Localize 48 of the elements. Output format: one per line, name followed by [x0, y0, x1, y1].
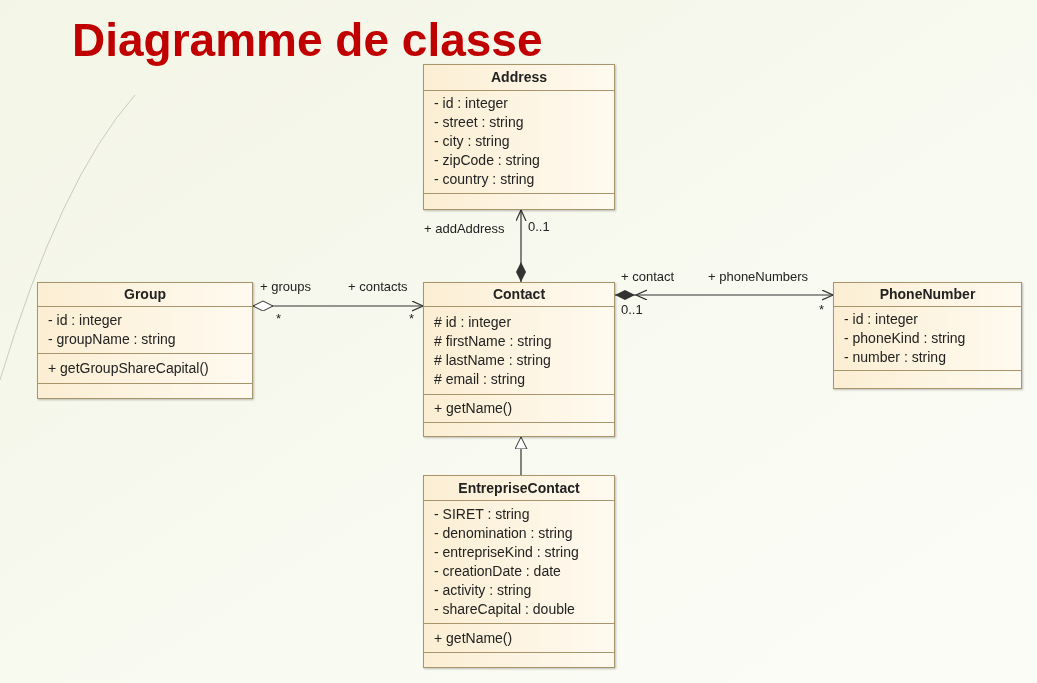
- class-name: PhoneNumber: [879, 284, 976, 304]
- association-line: [514, 436, 528, 476]
- operation-text: + getName(): [434, 399, 514, 418]
- attribute-text: - entrepriseKind : string: [434, 543, 580, 562]
- operation-text: + getGroupShareCapital(): [48, 359, 210, 378]
- class-name: Address: [491, 67, 547, 87]
- class-box: [423, 475, 615, 668]
- association-line: [252, 300, 424, 312]
- attribute-text: - id : integer: [844, 309, 919, 329]
- role-label: + groups: [260, 279, 311, 295]
- attribute-text: - activity : string: [434, 581, 533, 600]
- operation-text: + getName(): [434, 628, 514, 648]
- attribute-text: - SIRET : string: [434, 505, 531, 524]
- attribute-text: # lastName : string: [434, 350, 552, 370]
- association-line: [515, 209, 527, 283]
- role-label: *: [409, 311, 415, 327]
- attribute-text: # email : string: [434, 369, 527, 389]
- role-label: 0..1: [621, 302, 643, 318]
- attribute-text: - id : integer: [48, 311, 123, 330]
- attribute-text: - groupName : string: [48, 330, 177, 349]
- attribute-text: - creationDate : date: [434, 562, 562, 581]
- class-name: Contact: [492, 285, 546, 304]
- class-box: [37, 282, 253, 399]
- class-box: [423, 64, 615, 210]
- role-label: 0..1: [528, 219, 550, 235]
- role-label: + contacts: [348, 279, 408, 295]
- attribute-text: # id : integer: [434, 312, 513, 332]
- attribute-text: - number : string: [844, 347, 947, 367]
- attribute-text: - city : string: [434, 132, 511, 152]
- class-box: [423, 282, 615, 437]
- attribute-text: - id : integer: [434, 94, 509, 114]
- class-name: EntrepriseContact: [458, 478, 580, 498]
- attribute-text: - zipCode : string: [434, 151, 541, 171]
- role-label: + addAddress: [424, 221, 505, 237]
- role-label: *: [819, 302, 825, 318]
- attribute-text: - country : string: [434, 170, 536, 190]
- attribute-text: - street : string: [434, 113, 525, 133]
- title: Diagramme de classe: [72, 13, 543, 68]
- class-name: Group: [124, 285, 166, 304]
- role-label: *: [276, 311, 282, 327]
- role-label: + contact: [621, 269, 675, 285]
- attribute-text: - shareCapital : double: [434, 600, 576, 619]
- association-line: [614, 289, 834, 301]
- attribute-text: - denomination : string: [434, 524, 574, 543]
- role-label: + phoneNumbers: [708, 269, 809, 285]
- attribute-text: - phoneKind : string: [844, 328, 967, 348]
- attribute-text: # firstName : string: [434, 331, 553, 351]
- class-box: [833, 282, 1022, 389]
